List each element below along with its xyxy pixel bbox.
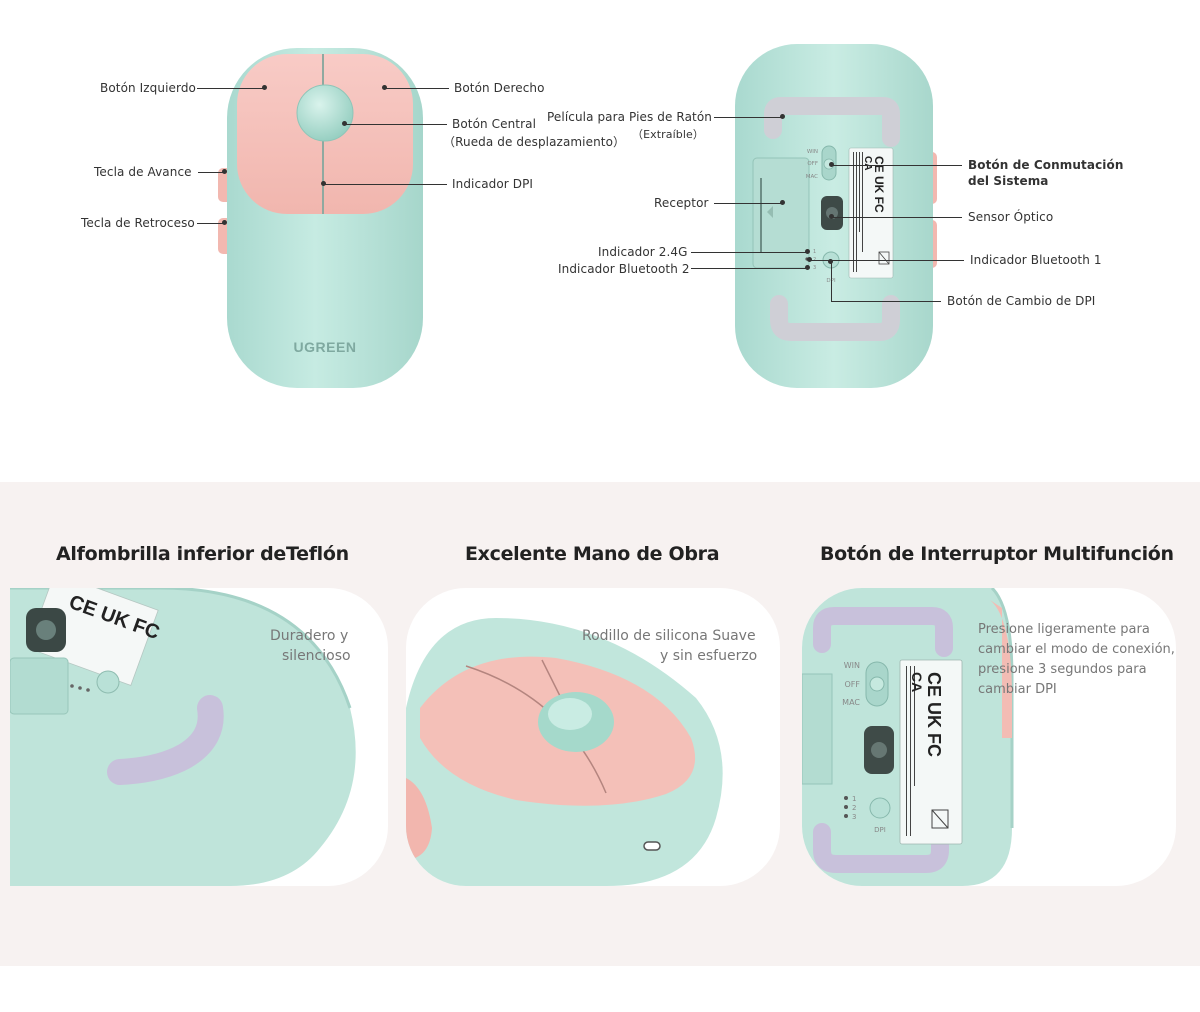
feature-text-multifunction-4: cambiar DPI <box>978 682 1057 697</box>
label-system-switch-sub: del Sistema <box>968 174 1049 188</box>
label-receiver: Receptor <box>654 196 709 210</box>
label-feet-film: Película para Pies de Ratón <box>547 110 712 124</box>
mouse-bottom-view: WIN OFF MAC 1 2 3 DPI CE UK FC CA <box>735 44 937 388</box>
feature-text-craftsmanship-2: y sin esfuerzo <box>660 648 758 664</box>
label-forward-key: Tecla de Avance <box>94 165 192 179</box>
feature-card-teflon: CE UK FC Duradero y silencioso <box>10 588 388 886</box>
teflon-closeup-image: CE UK FC <box>10 588 356 886</box>
label-dpi-change-button: Botón de Cambio de DPI <box>947 294 1096 308</box>
feature-card-multifunction: WIN OFF MAC 1 2 3 DPI CE UK FC CA Presio… <box>802 588 1176 886</box>
svg-text:1: 1 <box>852 795 856 803</box>
label-feet-film-sub: （Extraíble） <box>632 128 704 141</box>
wheel-closeup-image <box>406 618 723 886</box>
svg-text:OFF: OFF <box>807 161 818 167</box>
svg-text:CA: CA <box>862 156 873 170</box>
mouse-top-view: UGREEN <box>218 48 423 388</box>
svg-text:CE UK FC: CE UK FC <box>924 672 944 757</box>
svg-text:1: 1 <box>813 249 816 255</box>
svg-text:WIN: WIN <box>807 149 818 155</box>
svg-text:3: 3 <box>852 813 856 821</box>
label-dpi-indicator: Indicador DPI <box>452 177 534 191</box>
feature-text-multifunction-3: presione 3 segundos para <box>978 662 1147 677</box>
feature-title-craftsmanship: Excelente Mano de Obra <box>465 543 720 565</box>
svg-text:CE UK FC: CE UK FC <box>872 156 886 213</box>
feature-text-multifunction-2: cambiar el modo de conexión, <box>978 642 1175 657</box>
feature-text-multifunction-1: Presione ligeramente para <box>978 622 1150 637</box>
feature-title-teflon: Alfombrilla inferior deTeflón <box>56 543 349 565</box>
brand-logo: UGREEN <box>294 339 357 355</box>
feature-title-multifunction: Botón de Interruptor Multifunción <box>820 543 1174 565</box>
svg-text:DPI: DPI <box>874 826 886 834</box>
label-middle-button-sub: （Rueda de desplazamiento） <box>443 135 626 149</box>
label-right-button: Botón Derecho <box>454 81 545 95</box>
svg-text:MAC: MAC <box>842 698 860 707</box>
svg-text:OFF: OFF <box>845 680 861 689</box>
svg-text:WIN: WIN <box>844 661 860 670</box>
switch-closeup-image: WIN OFF MAC 1 2 3 DPI CE UK FC CA <box>802 588 1014 886</box>
feature-text-craftsmanship-1: Rodillo de silicona Suave <box>582 628 756 644</box>
label-indicator-24g: Indicador 2.4G <box>598 245 688 259</box>
label-indicator-bt2: Indicador Bluetooth 2 <box>558 262 690 276</box>
feature-card-craftsmanship: Rodillo de silicona Suave y sin esfuerzo <box>406 588 780 886</box>
label-left-button: Botón Izquierdo <box>100 81 196 95</box>
svg-text:3: 3 <box>813 265 816 271</box>
svg-text:MAC: MAC <box>806 174 818 180</box>
label-optical-sensor: Sensor Óptico <box>968 210 1054 224</box>
feature-text-teflon-1: Duradero y <box>270 628 349 644</box>
feature-text-teflon-2: silencioso <box>282 648 351 664</box>
svg-text:CA: CA <box>909 672 925 692</box>
label-indicator-bt1: Indicador Bluetooth 1 <box>970 253 1102 267</box>
label-middle-button: Botón Central <box>452 117 537 131</box>
label-back-key: Tecla de Retroceso <box>81 216 195 230</box>
label-system-switch: Botón de Conmutación <box>968 158 1124 172</box>
svg-text:2: 2 <box>852 804 856 812</box>
